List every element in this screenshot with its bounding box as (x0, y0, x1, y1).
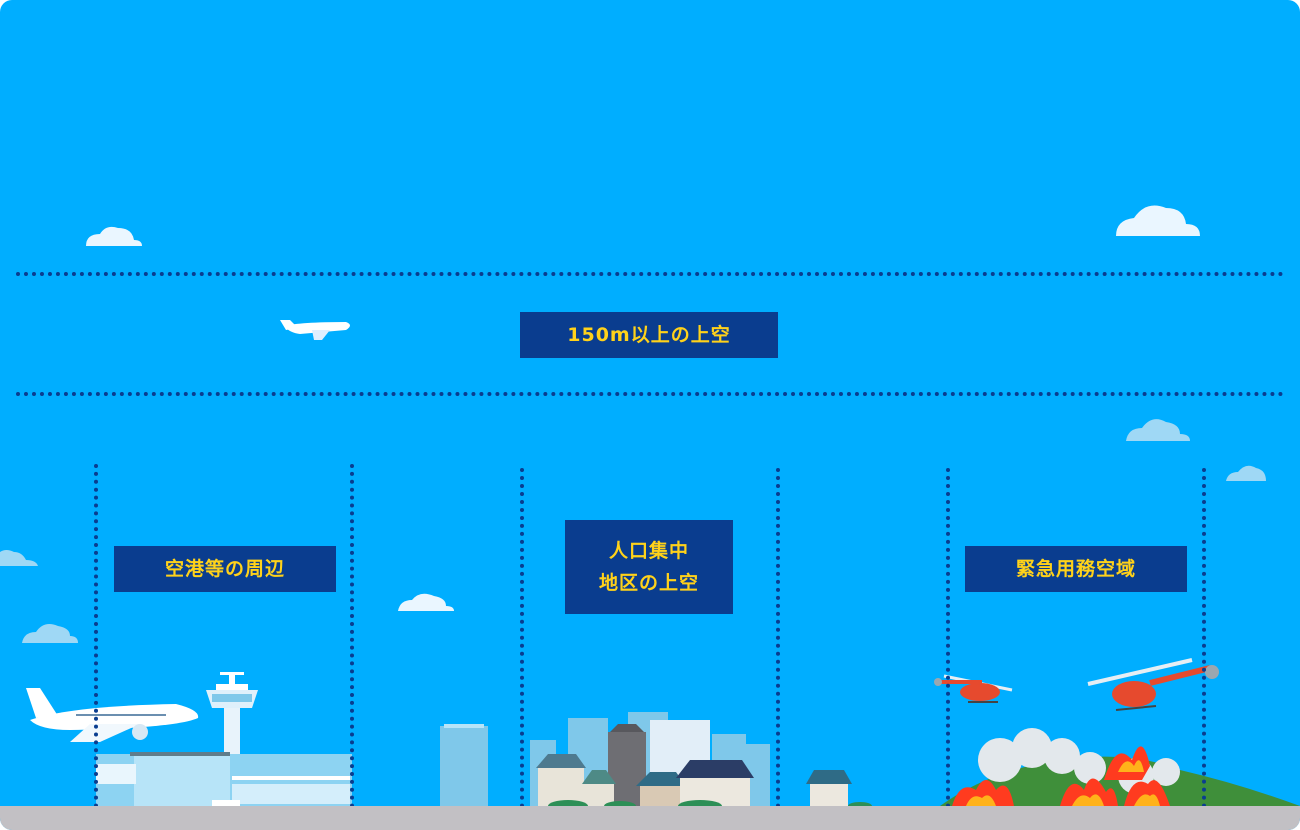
cloud-icon (0, 550, 38, 566)
dotted-boundary-line (16, 392, 1284, 396)
zone-label-text: 緊急用務空域 (1015, 557, 1136, 580)
fire-scene-illustration (940, 728, 1300, 806)
zone-label-emergency: 緊急用務空域 (965, 546, 1187, 592)
zone-label-dense-area: 人口集中 地区の上空 (565, 520, 733, 614)
zone-label-airport: 空港等の周辺 (114, 546, 336, 592)
dotted-boundary-line (776, 468, 780, 808)
cloud-icon (398, 593, 454, 611)
ground-strip (0, 806, 1300, 830)
dotted-boundary-line (520, 468, 524, 808)
cloud-icon (86, 226, 142, 246)
zone-label-text: 空港等の周辺 (164, 557, 285, 580)
cloud-icon (1226, 465, 1266, 481)
zone-label-text: 150m以上の上空 (567, 323, 731, 346)
house-illustration (806, 770, 872, 810)
building-illustration (440, 724, 488, 806)
dotted-boundary-line (1202, 468, 1206, 808)
cloud-icon (1116, 205, 1200, 236)
zone-label-text: 人口集中 地区の上空 (598, 539, 699, 594)
dotted-boundary-line (94, 464, 98, 808)
dotted-boundary-line (350, 464, 354, 808)
airplane-small-icon (280, 320, 350, 340)
helicopter-icon (934, 674, 1013, 703)
dotted-boundary-line (16, 272, 1284, 276)
airport-illustration (26, 672, 352, 813)
cloud-icon (22, 624, 78, 643)
city-illustration (530, 712, 770, 812)
dotted-boundary-line (946, 468, 950, 808)
cloud-icon (1126, 419, 1190, 441)
zone-label-above-150m: 150m以上の上空 (520, 312, 778, 358)
helicopter-icon (1087, 658, 1219, 711)
